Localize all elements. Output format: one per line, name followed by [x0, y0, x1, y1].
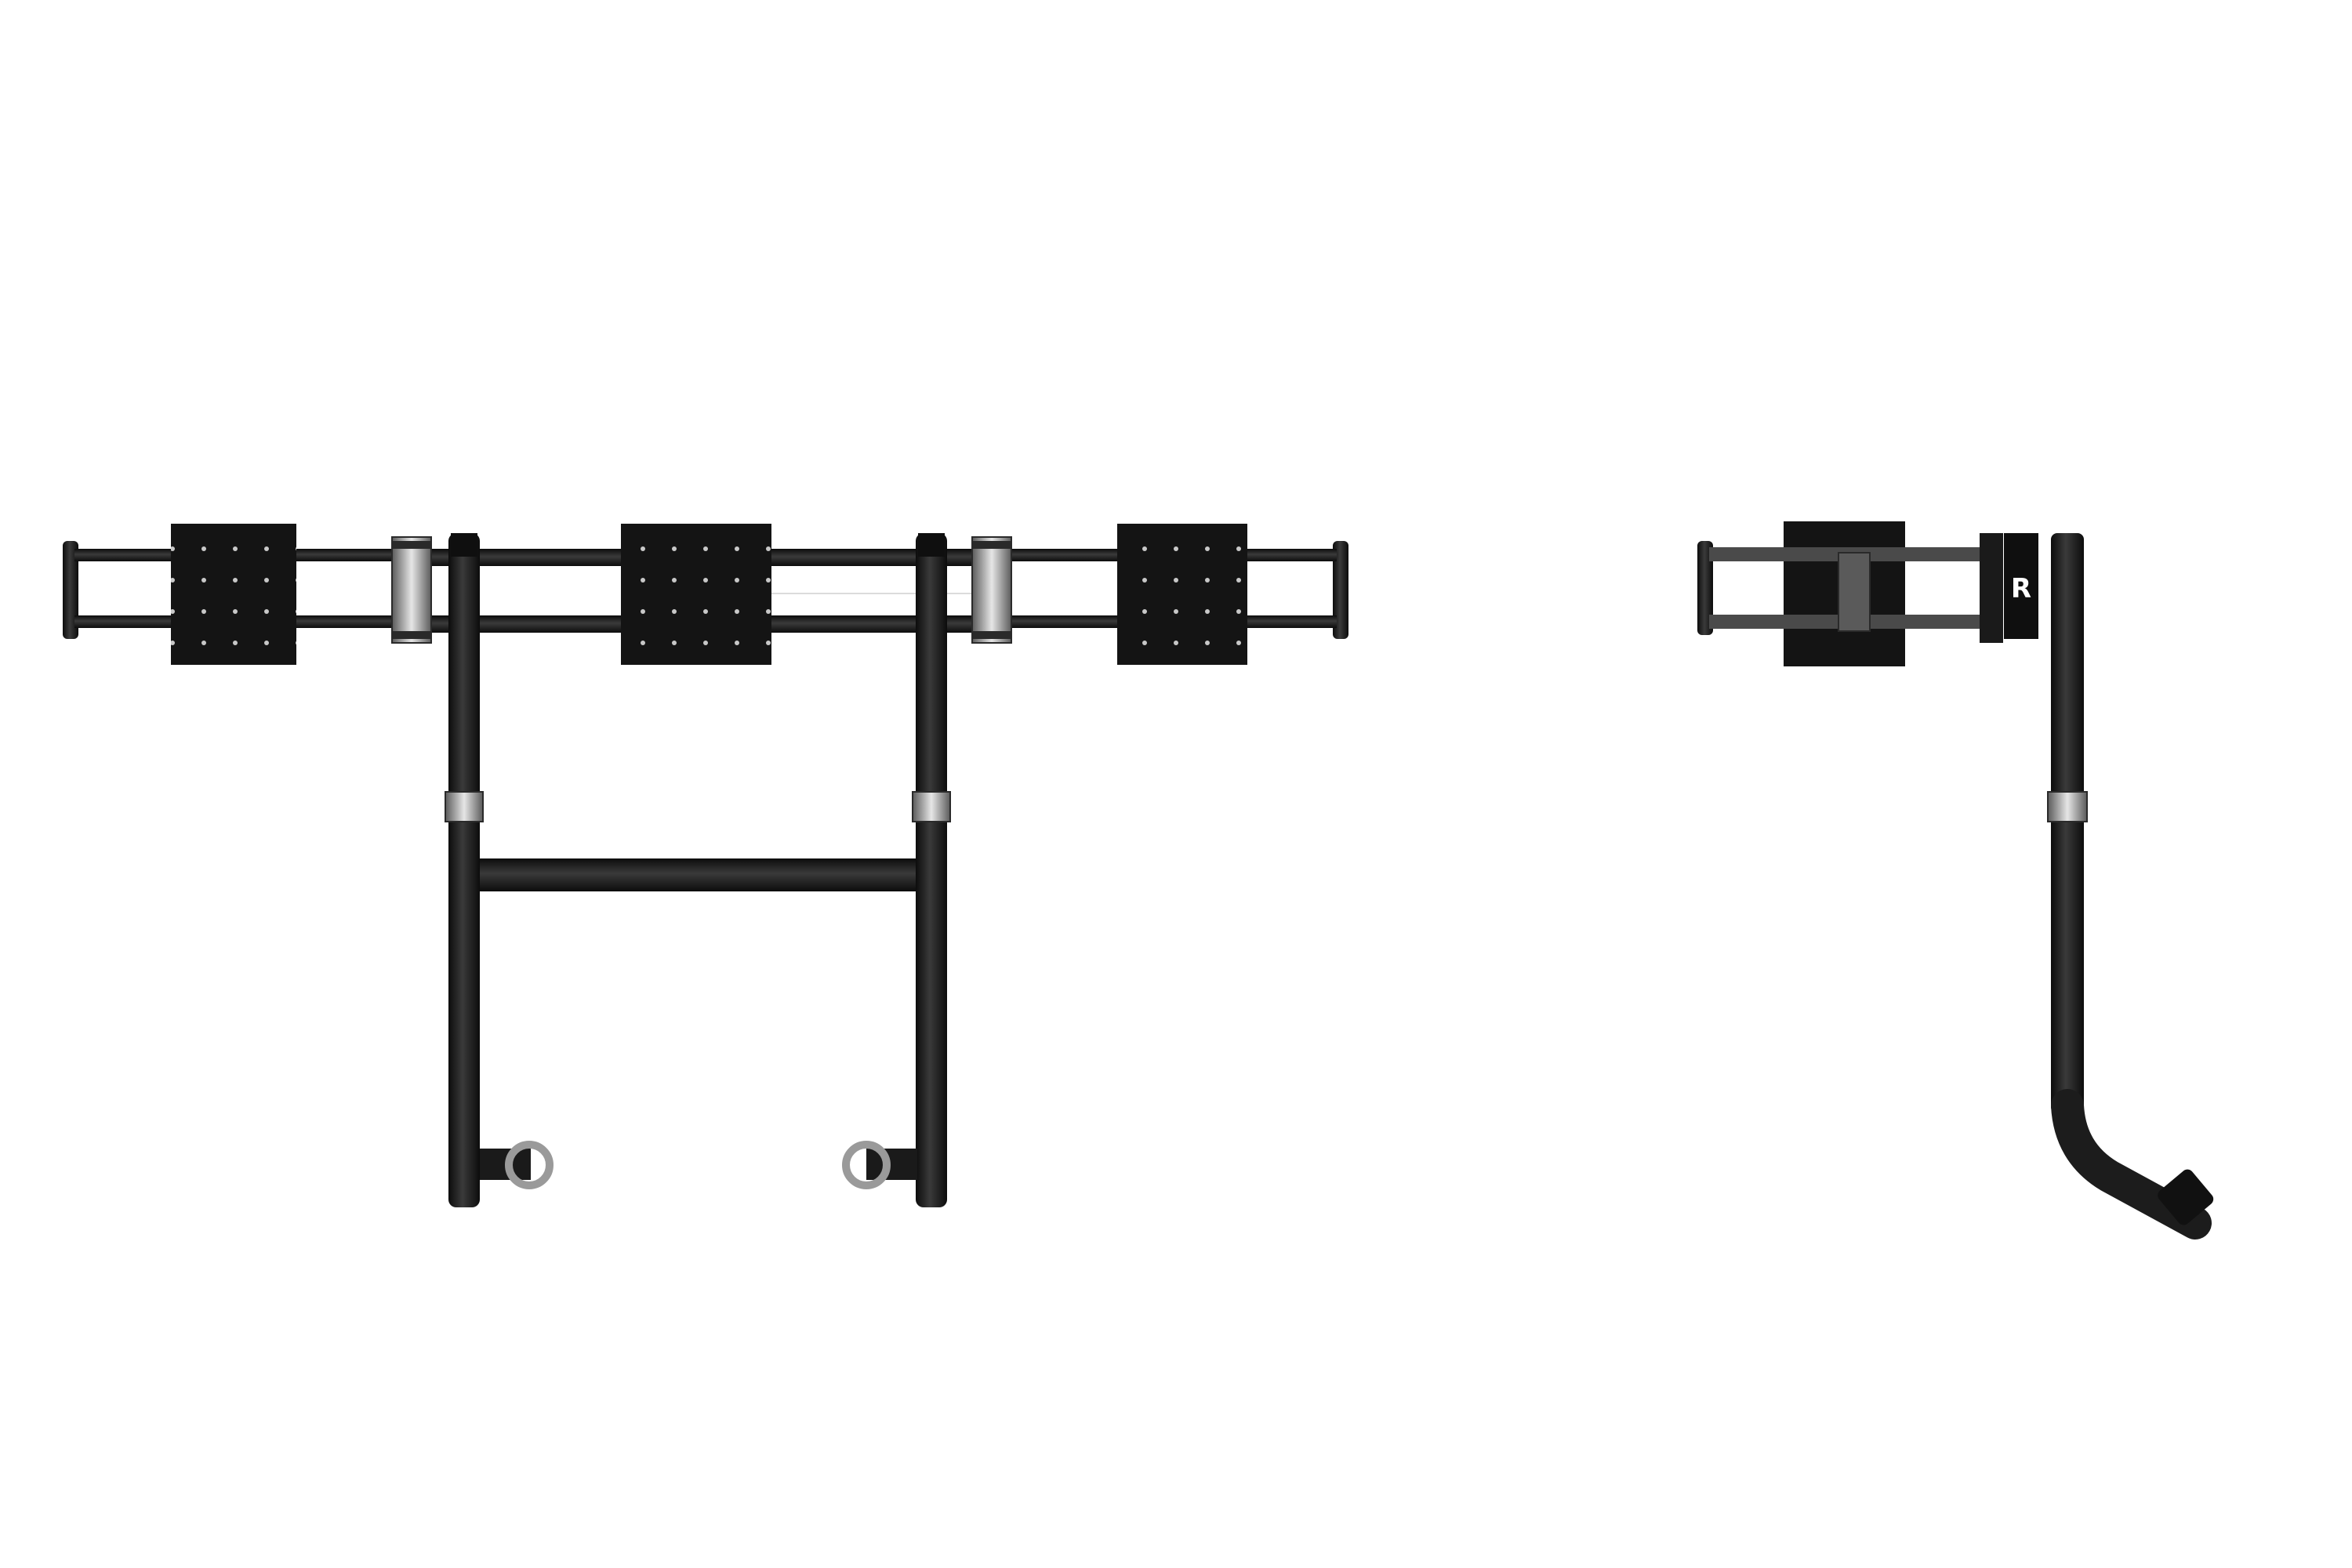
side-upright-pole: R — [2004, 533, 2088, 1113]
side-arm-frame — [1697, 533, 2003, 643]
left-bottom-clamp — [480, 1141, 554, 1189]
side-view: R — [1697, 521, 2214, 1240]
cross-beam — [480, 858, 916, 891]
right-vesa-plate — [1117, 524, 1247, 665]
side-curved-foot — [2051, 1089, 2214, 1240]
right-coupler — [971, 536, 1012, 644]
right-leg — [912, 533, 951, 1207]
left-coupler — [391, 536, 432, 644]
right-bottom-clamp — [842, 1141, 917, 1189]
center-vesa-plate — [621, 524, 771, 665]
brand-logo: R — [2011, 573, 2031, 604]
front-view — [63, 524, 1348, 1207]
left-leg — [445, 533, 484, 1207]
left-vesa-plate — [171, 524, 296, 665]
